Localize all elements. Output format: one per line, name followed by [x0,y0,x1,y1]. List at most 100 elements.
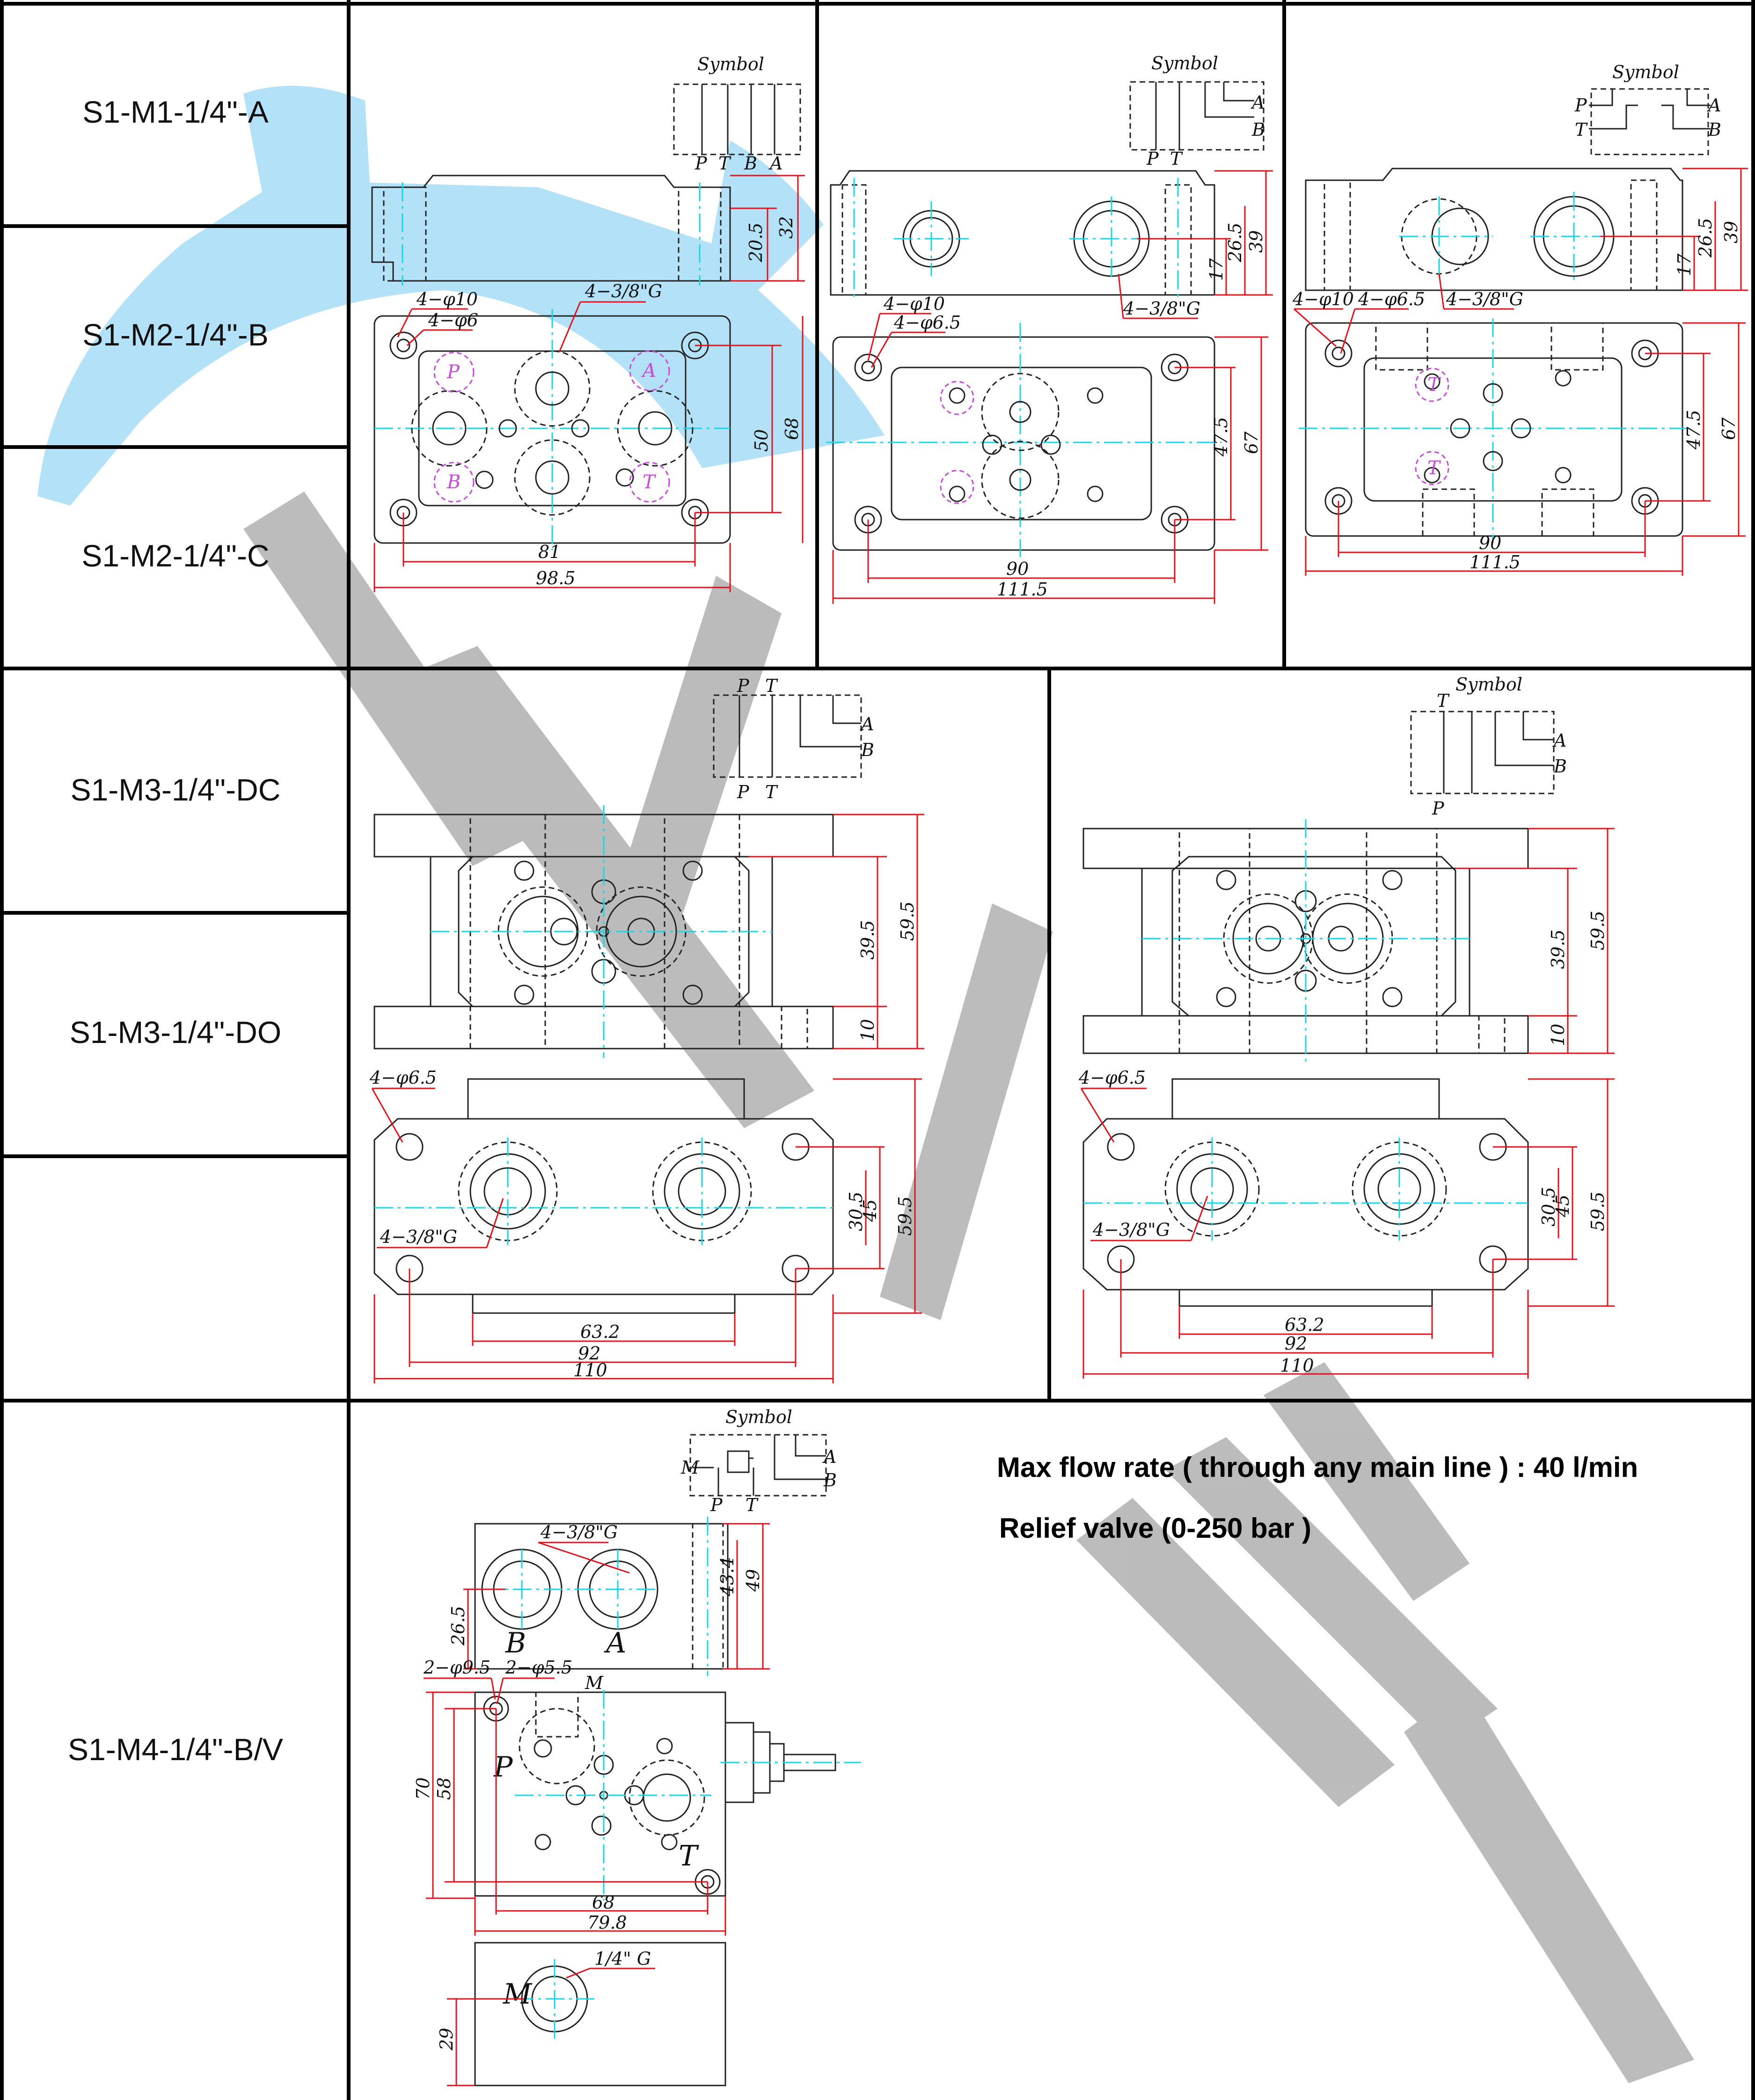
svg-text:T: T [643,471,657,493]
svg-text:4−φ6.5: 4−φ6.5 [1078,1067,1146,1088]
svg-text:58: 58 [434,1777,454,1800]
drawing-m3-do: Symbol T A B P 39 [1078,674,1615,1379]
svg-text:70: 70 [413,1777,433,1800]
svg-text:30.5: 30.5 [1538,1187,1559,1226]
svg-text:B: B [823,1470,837,1491]
svg-text:M: M [585,1673,604,1693]
svg-text:30.5: 30.5 [846,1191,866,1231]
svg-text:49: 49 [743,1569,763,1592]
symbol-box: Symbol P T A B [1574,62,1721,155]
svg-text:A: A [768,153,782,174]
svg-text:A: A [1552,730,1566,751]
svg-text:59.5: 59.5 [1587,1191,1608,1231]
drawing-m3-dc: P T A B P T 39.5 59.5 10 [369,676,924,1383]
svg-text:A: A [860,714,874,734]
svg-text:10: 10 [857,1019,878,1042]
svg-text:17: 17 [1206,258,1227,281]
svg-text:P: P [737,676,750,696]
svg-text:90: 90 [1006,558,1029,579]
svg-text:2−φ5.5: 2−φ5.5 [505,1657,572,1678]
svg-text:T: T [746,1495,759,1515]
watermark [37,86,1694,2083]
svg-text:4−φ6: 4−φ6 [428,310,478,330]
svg-text:B: B [505,1627,526,1659]
svg-text:111.5: 111.5 [997,579,1048,600]
svg-text:B: B [446,471,461,493]
svg-text:50: 50 [751,429,772,452]
svg-text:Symbol: Symbol [1455,674,1522,695]
svg-text:A: A [1250,92,1265,113]
svg-text:92: 92 [578,1343,600,1364]
svg-text:68: 68 [592,1892,614,1913]
svg-text:4−φ6.5: 4−φ6.5 [1358,289,1425,309]
svg-text:B: B [861,740,874,760]
svg-text:4−3/8"G: 4−3/8"G [380,1226,457,1247]
svg-text:47.5: 47.5 [1683,410,1704,450]
svg-text:81: 81 [538,542,561,562]
svg-text:32: 32 [776,216,797,239]
svg-text:10: 10 [1548,1024,1568,1046]
svg-text:47.5: 47.5 [1211,417,1231,457]
svg-text:P: P [737,782,750,802]
svg-text:B: B [1708,119,1721,140]
svg-text:T: T [765,782,778,802]
model-label-m2c: S1-M2-1/4"-C [81,538,269,573]
svg-text:Symbol: Symbol [1151,53,1218,73]
svg-text:26.5: 26.5 [1225,222,1245,263]
svg-text:P: P [1574,95,1587,116]
svg-text:P: P [446,361,460,383]
svg-text:67: 67 [1241,431,1262,454]
svg-text:63.2: 63.2 [580,1322,620,1342]
svg-text:45: 45 [1552,1195,1573,1218]
svg-text:T: T [718,153,731,174]
svg-text:P: P [1146,148,1159,169]
svg-text:1/4" G: 1/4" G [594,1948,651,1969]
svg-text:M: M [680,1457,700,1478]
symbol-box: P T A B P T [713,676,874,802]
svg-text:A: A [1707,95,1721,116]
svg-text:45: 45 [860,1199,880,1222]
relief-valve-note: Relief valve (0-250 bar ) [999,1513,1311,1544]
svg-text:T: T [679,1840,699,1872]
model-label-m4: S1-M4-1/4"-B/V [68,1732,283,1767]
svg-text:A: A [641,360,656,382]
svg-text:79.8: 79.8 [587,1912,627,1933]
svg-text:98.5: 98.5 [536,568,576,588]
svg-text:A: A [604,1627,626,1659]
svg-text:26.5: 26.5 [1695,218,1716,258]
svg-text:A: A [822,1447,836,1467]
svg-text:63.2: 63.2 [1285,1314,1324,1335]
drawing-m2-b: Symbol A B P T 17 26.5 39 [826,53,1273,604]
svg-text:B: B [744,153,757,174]
symbol-box: Symbol A B P T [1129,53,1265,169]
svg-text:2−φ9.5: 2−φ9.5 [423,1657,490,1678]
svg-text:T: T [1575,119,1588,140]
svg-text:T: T [1170,148,1183,169]
symbol-box: Symbol P T B A [673,54,801,174]
svg-text:4−3/8"G: 4−3/8"G [1092,1219,1170,1240]
svg-text:P: P [695,153,708,174]
svg-text:T: T [765,676,778,696]
svg-text:59.5: 59.5 [1587,910,1608,950]
svg-text:111.5: 111.5 [1470,552,1521,573]
svg-text:4−3/8"G: 4−3/8"G [585,281,662,301]
spec-notes: Max flow rate ( through any main line ) … [997,1452,1638,1544]
watermark-gear-icon [37,86,885,506]
svg-text:39: 39 [1721,221,1741,243]
svg-text:59.5: 59.5 [895,1196,915,1236]
svg-text:P: P [710,1495,723,1515]
svg-text:B: B [1553,756,1567,777]
svg-text:92: 92 [1285,1333,1307,1354]
model-labels: S1-M1-1/4"-A S1-M2-1/4"-B S1-M2-1/4"-C S… [68,95,283,1767]
svg-text:26.5: 26.5 [448,1606,468,1646]
model-label-m3do: S1-M3-1/4"-DO [70,1015,282,1050]
svg-text:4−3/8"G: 4−3/8"G [1123,298,1200,319]
svg-text:29: 29 [436,2028,457,2051]
svg-text:110: 110 [573,1360,607,1380]
svg-text:67: 67 [1718,417,1739,440]
svg-text:T: T [1427,374,1441,396]
svg-text:P: P [1432,798,1445,819]
svg-text:68: 68 [782,418,802,440]
svg-text:39: 39 [1246,230,1266,253]
